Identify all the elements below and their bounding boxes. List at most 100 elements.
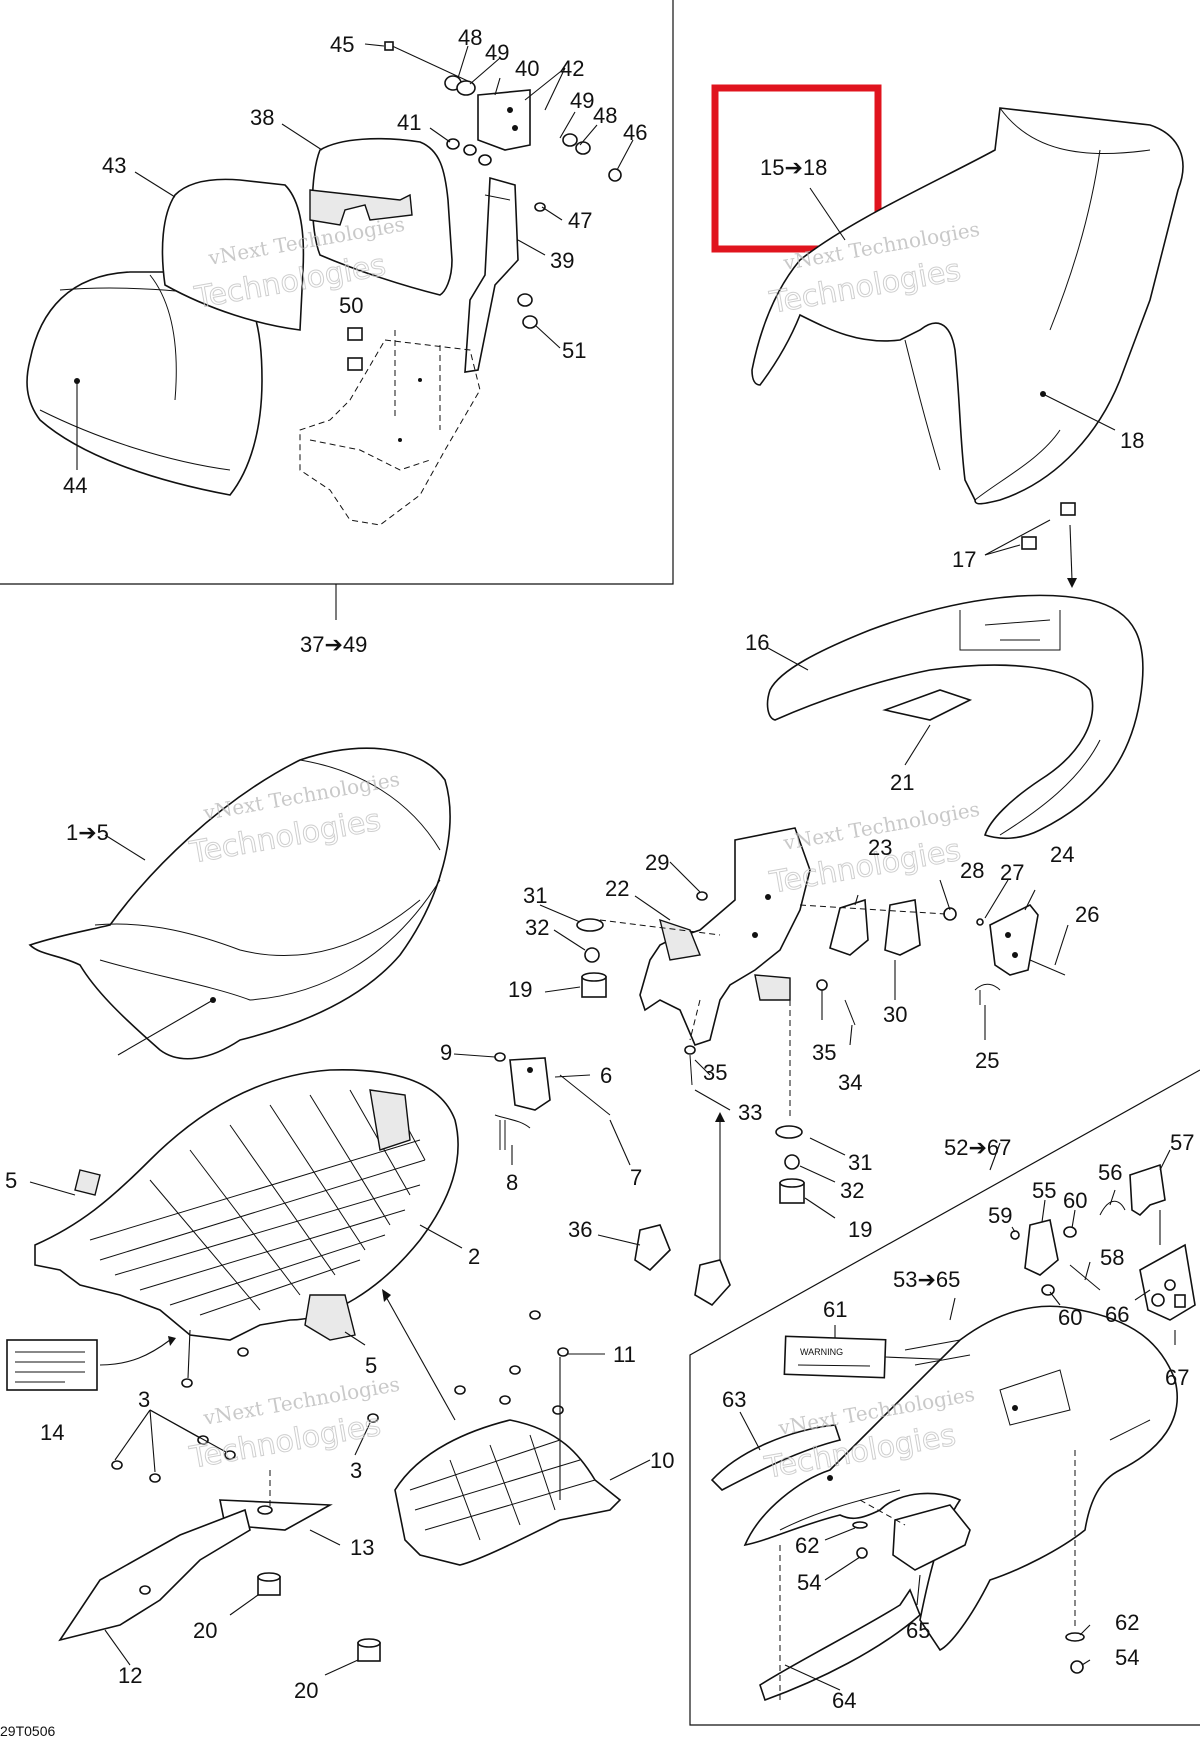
backrest-mount-dashed [299,330,481,526]
hinge-bracket-22 [599,827,811,1120]
callout-48b: 48 [593,103,617,128]
pad-64 [759,1545,921,1702]
callout-65: 65 [906,1618,930,1643]
pad-63-65 [710,1411,971,1606]
callout-15-18: 15➔18 [760,155,827,180]
callout-17: 17 [952,547,976,572]
callout-13: 13 [350,1535,374,1560]
callout-32: 32 [525,915,549,940]
callout-3b: 3 [350,1458,362,1483]
backrest-frame-38 [281,123,453,296]
callout-63: 63 [722,1387,746,1412]
rear-base-frame [689,1069,1200,1726]
callout-38: 38 [250,105,274,130]
backrest-cushion-44 [26,271,263,496]
callout-36: 36 [568,1217,592,1242]
backrest-pad-43 [134,171,305,331]
callout-22: 22 [605,876,629,901]
callout-52-67: 52➔67 [944,1135,1011,1160]
grommets-3 [111,1329,379,1483]
clips-17 [984,502,1077,588]
callout-45: 45 [330,32,354,57]
callout-28: 28 [960,858,984,883]
callout-33: 33 [738,1100,762,1125]
bracket-hardware-23-35 [539,861,957,1111]
warning-label-title: WARNING [800,1347,843,1357]
callout-29: 29 [645,850,669,875]
callout-46: 46 [623,120,647,145]
warning-label-61: WARNING [783,1325,961,1379]
latch-24-27 [974,879,1069,1040]
callout-20b: 20 [294,1678,318,1703]
callout-66: 66 [1105,1302,1129,1327]
spring-bracket-6-9 [453,1052,631,1166]
callout-11: 11 [613,1342,636,1367]
callout-55: 55 [1032,1178,1056,1203]
drawing-code: 29T0506 [0,1723,55,1739]
callout-54b: 54 [1115,1645,1139,1670]
callout-59: 59 [988,1203,1012,1228]
bolts-fasteners-41-51 [347,41,634,371]
callout-5: 5 [5,1168,17,1193]
callout-62: 62 [795,1533,819,1558]
lower-bumper-31-19 [775,1125,846,1219]
seat-base-16 [766,594,1144,840]
callout-19: 19 [508,977,532,1002]
plate-10 [382,1289,651,1566]
callout-10: 10 [650,1448,674,1473]
callout-12: 12 [118,1663,142,1688]
callout-20: 20 [193,1618,217,1643]
callout-6: 6 [600,1063,612,1088]
callout-23: 23 [868,835,892,860]
callout-labels: 15➔18 37➔49 1➔5 52➔67 53➔65 45 48 49 40 … [0,25,1194,1739]
highlight-box [711,84,882,253]
callout-25: 25 [975,1048,999,1073]
callout-32b: 32 [840,1178,864,1203]
callout-61: 61 [823,1297,847,1322]
callout-9: 9 [440,1040,452,1065]
clips-36 [597,1112,731,1307]
callout-49b: 49 [570,88,594,113]
backrest-frame [0,0,674,620]
callout-49: 49 [485,40,509,65]
callout-8: 8 [506,1170,518,1195]
washers-54-62 [824,1450,1091,1674]
rear-seat-18 [751,107,1184,505]
label-14 [6,1336,176,1391]
callout-1-5: 1➔5 [66,820,109,845]
callout-7: 7 [630,1165,642,1190]
front-seat-4 [28,747,451,1060]
callout-18: 18 [1120,428,1144,453]
callout-67: 67 [1165,1365,1189,1390]
callout-40: 40 [515,56,539,81]
callout-2: 2 [468,1244,480,1269]
callout-27: 27 [1000,860,1024,885]
callout-34: 34 [838,1070,862,1095]
pad-21 [882,689,973,766]
pad-13-12 [58,1470,341,1666]
callout-3: 3 [138,1387,150,1412]
callout-48: 48 [458,25,482,50]
callout-14: 14 [40,1420,64,1445]
callout-37-49: 37➔49 [300,632,367,657]
callout-43: 43 [102,153,126,178]
callout-19b: 19 [848,1217,872,1242]
seat-pan-2 [29,1068,463,1346]
callout-57: 57 [1170,1130,1194,1155]
lock-66-67 [1134,1243,1196,1345]
callout-51: 51 [562,338,586,363]
callout-31: 31 [523,883,547,908]
callout-60b: 60 [1058,1305,1082,1330]
callout-60: 60 [1063,1188,1087,1213]
bumpers-20 [229,1572,381,1676]
callout-62b: 62 [1115,1610,1139,1635]
callout-42: 42 [560,56,584,81]
callout-64: 64 [832,1688,856,1713]
rear-base-53 [743,1297,1178,1652]
callout-54: 54 [797,1570,821,1595]
callout-39: 39 [550,248,574,273]
callout-30: 30 [883,1002,907,1027]
callout-41: 41 [397,110,421,135]
callout-31b: 31 [848,1150,872,1175]
